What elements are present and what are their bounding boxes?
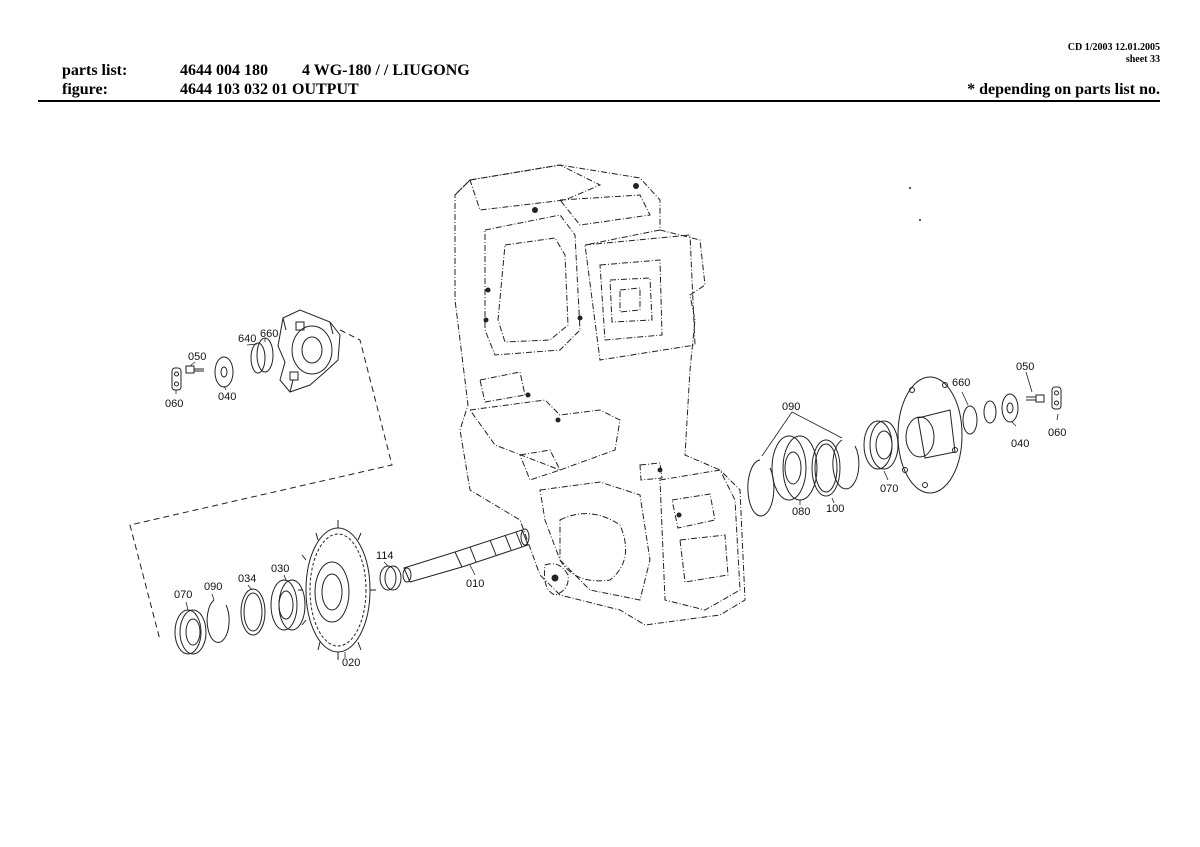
callout-640: 640 (238, 333, 256, 345)
leader-dashed-line (129, 329, 393, 641)
callout-leaders (175, 338, 1059, 658)
right-shim (983, 400, 997, 424)
transmission-housing (454, 164, 746, 626)
right-bearing-080 (771, 435, 818, 501)
callout-050-left: 050 (188, 351, 206, 363)
right-washer-040 (1001, 393, 1019, 423)
figure-label: figure: (62, 81, 108, 98)
left-ring-034 (240, 588, 266, 636)
parts-list-name: 4 WG-180 / / LIUGONG (302, 62, 470, 79)
callout-020: 020 (342, 657, 360, 669)
left-screw-050 (185, 365, 204, 374)
output-gear-020 (298, 520, 376, 660)
callout-100: 100 (826, 503, 844, 515)
callout-070-right: 070 (880, 483, 898, 495)
left-lock-plate-060 (171, 367, 182, 391)
parts-list-label: parts list: (62, 62, 128, 79)
left-output-flange (277, 309, 341, 393)
callout-090-right: 090 (782, 401, 800, 413)
callout-114: 114 (376, 550, 394, 562)
left-washer-040 (214, 356, 234, 388)
parts-list-number: 4644 004 180 (180, 62, 268, 79)
right-lock-plate-060 (1051, 386, 1062, 410)
left-shim-640 (250, 342, 266, 374)
callout-050-right: 050 (1016, 361, 1034, 373)
callout-080: 080 (792, 506, 810, 518)
left-bearing-030 (270, 579, 306, 631)
callout-060-left: 060 (165, 398, 183, 410)
dependency-note: * depending on parts list no. (967, 81, 1160, 98)
callout-060-right: 060 (1048, 427, 1066, 439)
callout-040-left: 040 (218, 391, 236, 403)
right-output-flange (897, 376, 963, 494)
callout-040-right: 040 (1011, 438, 1029, 450)
sheet-number: sheet 33 (1125, 54, 1160, 65)
callout-660-left: 660 (260, 328, 278, 340)
header-rule (38, 100, 1160, 102)
callout-070-left: 070 (174, 589, 192, 601)
callout-030: 030 (271, 563, 289, 575)
right-snap-ring-090b (832, 439, 860, 490)
callout-660-right: 660 (952, 377, 970, 389)
output-shaft-010 (402, 528, 530, 583)
right-o-ring-660 (962, 405, 978, 435)
shaft-ring-114 (379, 565, 402, 591)
right-screw-050 (1026, 394, 1045, 403)
figure-number: 4644 103 032 01 OUTPUT (180, 81, 359, 98)
left-seal-070 (174, 609, 207, 655)
callout-034: 034 (238, 573, 256, 585)
callout-010: 010 (466, 578, 484, 590)
document-date: CD 1/2003 12.01.2005 (1067, 42, 1160, 53)
left-snap-ring-090 (206, 599, 230, 643)
right-ring-100 (811, 439, 841, 497)
callout-090-left: 090 (204, 581, 222, 593)
right-snap-ring-090a (747, 459, 775, 517)
right-seal-070 (863, 420, 899, 470)
